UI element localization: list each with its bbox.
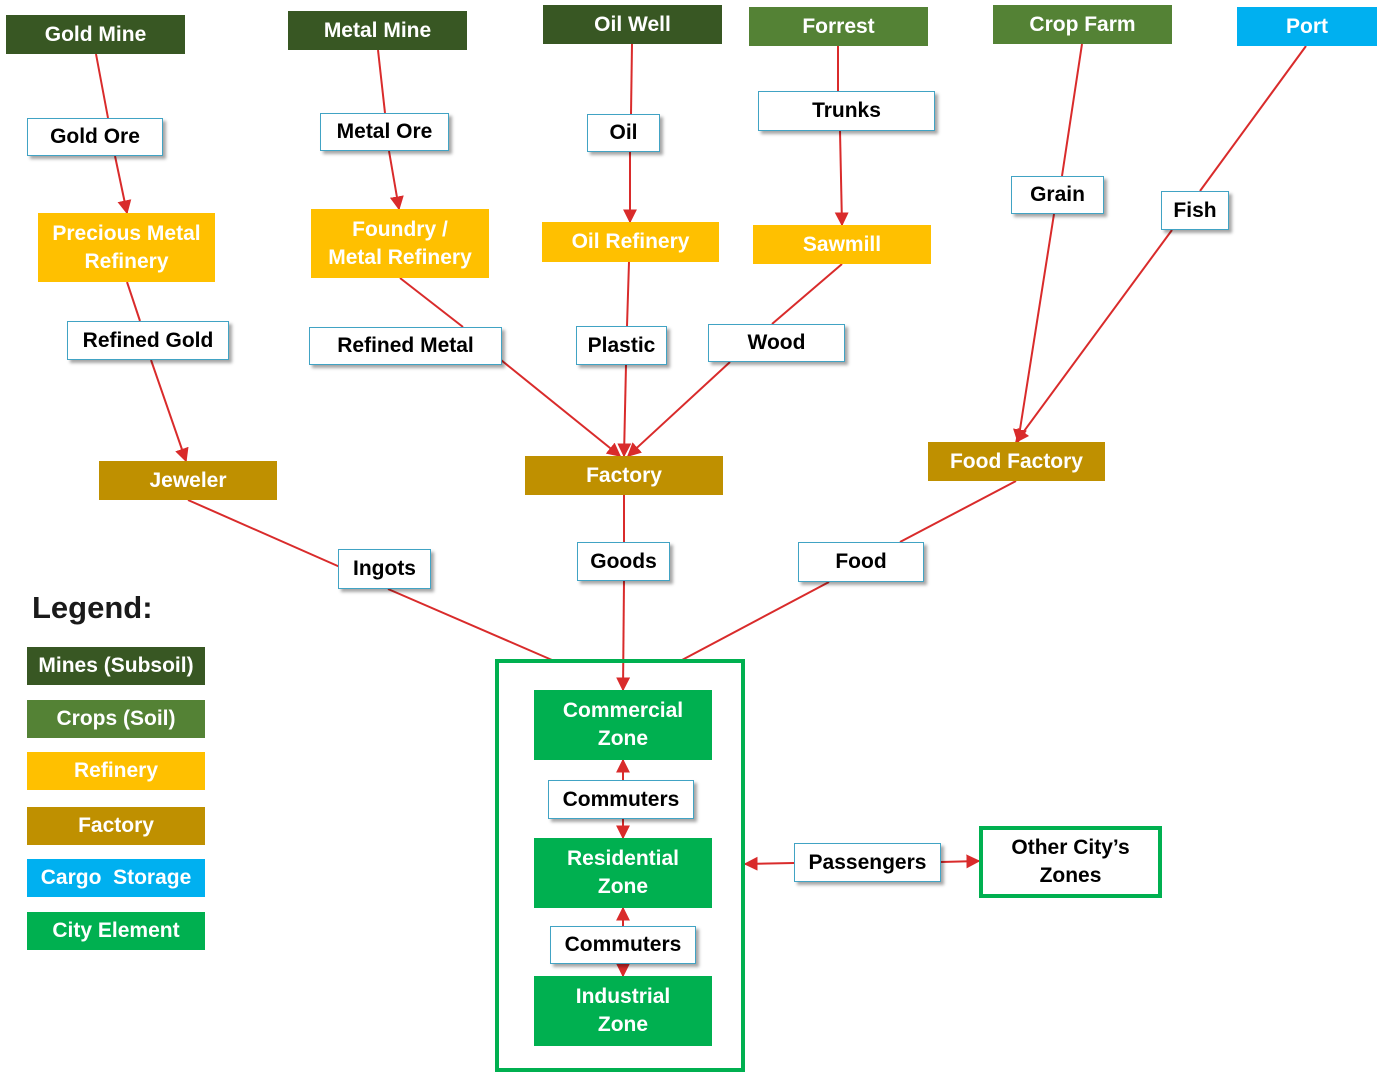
oil-resource: Oil <box>587 114 660 152</box>
link-wood-factory <box>626 361 731 457</box>
legend-cargo-storage: Cargo Storage <box>27 859 205 897</box>
metal-mine-node: Metal Mine <box>288 11 467 50</box>
link-foodfactory-food <box>899 480 1017 543</box>
legend-refinery: Refinery <box>27 752 205 790</box>
link-port-fish <box>1199 45 1307 192</box>
trunks-resource: Trunks <box>758 91 935 131</box>
link-ingots-commercial <box>387 588 553 661</box>
gold-mine-node: Gold Mine <box>6 15 185 54</box>
sawmill-node: Sawmill <box>753 225 931 264</box>
link-grain-foodfactory <box>1013 213 1055 444</box>
link-passengers-city <box>743 856 795 871</box>
link-trunks-sawmill <box>834 130 849 227</box>
link-goods-commercial <box>616 580 631 692</box>
industrial-zone-node: Industrial Zone <box>534 976 712 1046</box>
goods-resource: Goods <box>577 542 670 581</box>
link-goldmine-goldore <box>95 53 109 119</box>
passengers-resource: Passengers <box>794 843 941 882</box>
legend-city-element: City Element <box>27 912 205 950</box>
crop-farm-node: Crop Farm <box>993 5 1172 44</box>
jeweler-node: Jeweler <box>99 461 277 500</box>
link-plastic-factory <box>617 364 632 458</box>
link-sawmill-wood <box>771 263 843 325</box>
port-node: Port <box>1237 7 1377 46</box>
gold-ore-resource: Gold Ore <box>27 118 163 156</box>
legend-crops: Crops (Soil) <box>27 700 205 738</box>
city-frame <box>495 659 745 1072</box>
refined-metal-resource: Refined Metal <box>309 327 502 365</box>
legend-title: Legend: <box>32 590 153 625</box>
precious-metal-refinery-node: Precious Metal Refinery <box>38 213 215 282</box>
commuters-lower-resource: Commuters <box>550 926 696 964</box>
ingots-resource: Ingots <box>338 549 431 589</box>
foundry-metal-refinery-node: Foundry / Metal Refinery <box>311 209 489 278</box>
legend-mines: Mines (Subsoil) <box>27 647 205 685</box>
link-fish-foodfactory <box>1015 229 1173 444</box>
link-cropfarm-grain <box>1061 43 1083 177</box>
link-precious-refinery-refined-gold <box>126 281 141 322</box>
link-refined-gold-jeweler <box>150 359 189 463</box>
fish-resource: Fish <box>1161 191 1229 230</box>
wood-resource: Wood <box>708 324 845 362</box>
link-metalmine-metalore <box>377 49 386 114</box>
link-foundry-refined-metal <box>399 277 464 328</box>
residential-zone-node: Residential Zone <box>534 838 712 908</box>
commercial-zone-node: Commercial Zone <box>534 690 712 760</box>
forrest-node: Forrest <box>749 7 928 46</box>
oil-well-node: Oil Well <box>543 5 722 44</box>
plastic-resource: Plastic <box>576 326 667 365</box>
link-oilrefinery-plastic <box>626 261 630 327</box>
legend-factory: Factory <box>27 807 205 845</box>
factory-node: Factory <box>525 456 723 495</box>
link-oilwell-oil <box>630 43 633 115</box>
link-passengers-other-city <box>940 854 981 869</box>
refined-gold-resource: Refined Gold <box>67 321 229 360</box>
link-refined-metal-factory <box>500 359 622 457</box>
link-metalore-foundry <box>388 150 404 211</box>
other-city-zones-frame <box>979 826 1162 898</box>
food-resource: Food <box>798 542 924 582</box>
grain-resource: Grain <box>1011 176 1104 214</box>
oil-refinery-node: Oil Refinery <box>542 222 719 262</box>
link-jeweler-ingots <box>187 499 341 568</box>
metal-ore-resource: Metal Ore <box>320 113 449 151</box>
link-goldore-precious-refinery <box>114 155 132 215</box>
link-food-commercial <box>681 581 830 661</box>
food-factory-node: Food Factory <box>928 442 1105 481</box>
other-city-zones-node: Other City’s Zones <box>1011 836 1130 887</box>
commuters-upper-resource: Commuters <box>548 780 694 819</box>
